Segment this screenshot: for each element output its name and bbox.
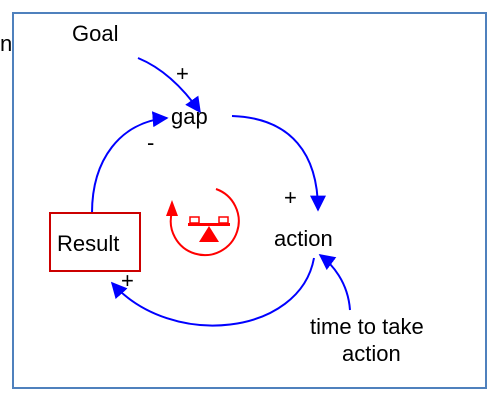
node-action: action — [274, 226, 333, 251]
edge-glyph: n — [0, 31, 12, 56]
polarity-goal-to-gap: + — [176, 61, 189, 86]
balancing-loop-marker — [166, 188, 240, 257]
loop-circular-arrow — [169, 188, 240, 257]
loop-arrowhead — [166, 200, 178, 216]
link-goal-to-gap — [137, 57, 201, 114]
link-gap-to-action — [231, 115, 326, 212]
link-time-to-action — [318, 254, 351, 311]
polarity-result-to-gap: - — [147, 130, 154, 155]
node-result: Result — [57, 231, 119, 256]
link-action-to-result — [110, 257, 315, 327]
node-goal: Goal — [72, 21, 118, 46]
node-time-to-take-action-line1: time to take — [310, 314, 424, 339]
polarity-action-to-result: + — [121, 268, 134, 293]
seesaw-icon — [188, 216, 230, 242]
node-time-to-take-action-line2: action — [342, 341, 401, 366]
polarity-gap-to-action: + — [284, 185, 297, 210]
node-gap: gap — [171, 104, 208, 129]
result-box — [49, 212, 141, 272]
link-result-to-gap — [91, 111, 169, 214]
